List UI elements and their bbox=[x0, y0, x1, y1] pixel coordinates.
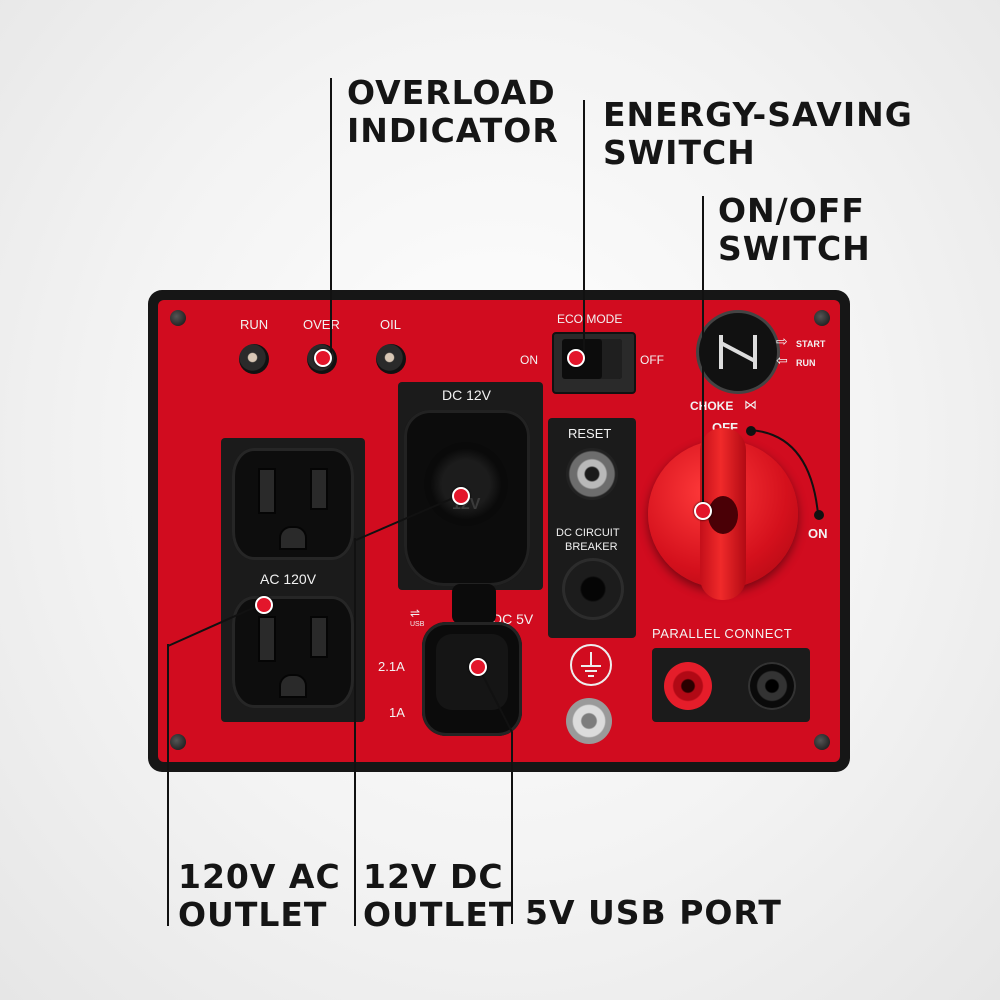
dc12-label: DC 12V bbox=[442, 387, 492, 403]
leader-line-dc-vertical bbox=[354, 538, 356, 926]
callout-overload-line2: INDICATOR bbox=[347, 111, 559, 150]
breaker-label-line1: DC CIRCUIT bbox=[556, 527, 620, 539]
choke-start-arrow-icon: ⇨ bbox=[776, 333, 788, 349]
parallel-connect-label: PARALLEL CONNECT bbox=[652, 626, 793, 641]
screw-icon bbox=[814, 310, 830, 326]
callout-energy-line2: SWITCH bbox=[603, 133, 756, 172]
marker-on-off-knob bbox=[694, 502, 712, 520]
callout-energy-saving-switch: ENERGY-SAVING SWITCH bbox=[603, 96, 913, 172]
usb-amp-high-label: 2.1A bbox=[378, 659, 405, 674]
reset-label: RESET bbox=[568, 426, 612, 441]
choke-run-arrow-icon: ⇦ bbox=[776, 352, 788, 368]
callout-overload-indicator: OVERLOAD INDICATOR bbox=[347, 74, 559, 150]
parallel-terminal-black[interactable] bbox=[748, 662, 796, 710]
knob-on-marker bbox=[814, 510, 824, 520]
choke-label: CHOKE bbox=[690, 399, 734, 413]
callout-ac-line1: 120V AC bbox=[178, 857, 341, 896]
ac-slot bbox=[310, 468, 328, 510]
ground-symbol-icon bbox=[570, 644, 612, 686]
choke-lever-icon bbox=[719, 335, 757, 369]
leader-line-ac-vertical bbox=[167, 644, 169, 926]
ac-slot bbox=[258, 616, 276, 662]
leader-line-energy bbox=[583, 100, 585, 356]
choke-start-label: START bbox=[796, 339, 826, 349]
knob-center-hole bbox=[708, 496, 738, 534]
marker-dc12-outlet bbox=[452, 487, 470, 505]
ac-ground-hole bbox=[279, 674, 307, 698]
marker-usb-port bbox=[469, 658, 487, 676]
dc12-socket-face bbox=[424, 442, 508, 526]
knob-on-label: ON bbox=[808, 526, 828, 541]
dc-circuit-breaker-button[interactable] bbox=[562, 558, 624, 620]
choke-symbol-icon: ⋈ bbox=[744, 397, 757, 412]
callout-dc-line2: OUTLET bbox=[363, 895, 513, 934]
callout-dc-line1: 12V DC bbox=[363, 857, 504, 896]
leader-line-dc-diagonal bbox=[355, 495, 459, 541]
leader-line-ac-diagonal bbox=[167, 603, 263, 647]
parallel-terminal-red[interactable] bbox=[664, 662, 712, 710]
choke-run-label: RUN bbox=[796, 358, 816, 368]
callout-ac-outlet: 120V AC OUTLET bbox=[178, 858, 341, 934]
screw-icon bbox=[814, 734, 830, 750]
callout-dc-outlet: 12V DC OUTLET bbox=[363, 858, 512, 934]
usb-icon: ⇌ bbox=[410, 606, 421, 620]
indicator-label-run: RUN bbox=[240, 317, 269, 332]
marker-overload-indicator bbox=[314, 349, 332, 367]
eco-mode-label: ECO MODE bbox=[557, 312, 623, 326]
run-indicator-lamp bbox=[239, 344, 269, 374]
callout-on-off-switch: ON/OFF SWITCH bbox=[718, 192, 871, 268]
screw-icon bbox=[170, 310, 186, 326]
callout-usb-port: 5V USB PORT bbox=[525, 894, 782, 932]
breaker-label-line2: BREAKER bbox=[565, 541, 618, 553]
ac-receptacle-lower[interactable] bbox=[232, 596, 354, 708]
ac-slot bbox=[310, 616, 328, 658]
callout-energy-line1: ENERGY-SAVING bbox=[603, 95, 913, 134]
choke-knob[interactable] bbox=[696, 310, 780, 394]
marker-eco-switch bbox=[567, 349, 585, 367]
on-off-rotary-knob[interactable] bbox=[648, 428, 798, 600]
marker-ac-outlet bbox=[255, 596, 273, 614]
callout-onoff-line2: SWITCH bbox=[718, 229, 871, 268]
eco-off-label: OFF bbox=[640, 353, 664, 367]
indicator-label-oil: OIL bbox=[380, 317, 401, 332]
leader-line-usb bbox=[477, 665, 513, 924]
callout-onoff-line1: ON/OFF bbox=[718, 191, 865, 230]
oil-indicator-lamp bbox=[376, 344, 406, 374]
usb-hinge bbox=[452, 584, 496, 624]
leader-line-onoff bbox=[702, 196, 704, 510]
reset-button[interactable] bbox=[566, 448, 618, 500]
callout-usb-line1: 5V USB PORT bbox=[525, 893, 782, 932]
usb-icon-text: USB bbox=[410, 621, 425, 628]
leader-line-overload bbox=[330, 78, 332, 356]
knob-arc-indicator bbox=[749, 429, 819, 515]
ground-terminal-bolt[interactable] bbox=[566, 698, 612, 744]
ac-ground-hole bbox=[279, 526, 307, 550]
usb-port-cover[interactable] bbox=[422, 622, 522, 736]
callout-overload-line1: OVERLOAD bbox=[347, 73, 556, 112]
screw-icon bbox=[170, 734, 186, 750]
ac-120v-label: AC 120V bbox=[260, 571, 317, 587]
ac-slot bbox=[258, 468, 276, 514]
usb-amp-low-label: 1A bbox=[389, 705, 405, 720]
eco-on-label: ON bbox=[520, 353, 538, 367]
ac-receptacle-upper[interactable] bbox=[232, 448, 354, 560]
ground-symbol-glyph bbox=[581, 652, 601, 677]
callout-ac-line2: OUTLET bbox=[178, 895, 328, 934]
indicator-label-over: OVER bbox=[303, 317, 340, 332]
